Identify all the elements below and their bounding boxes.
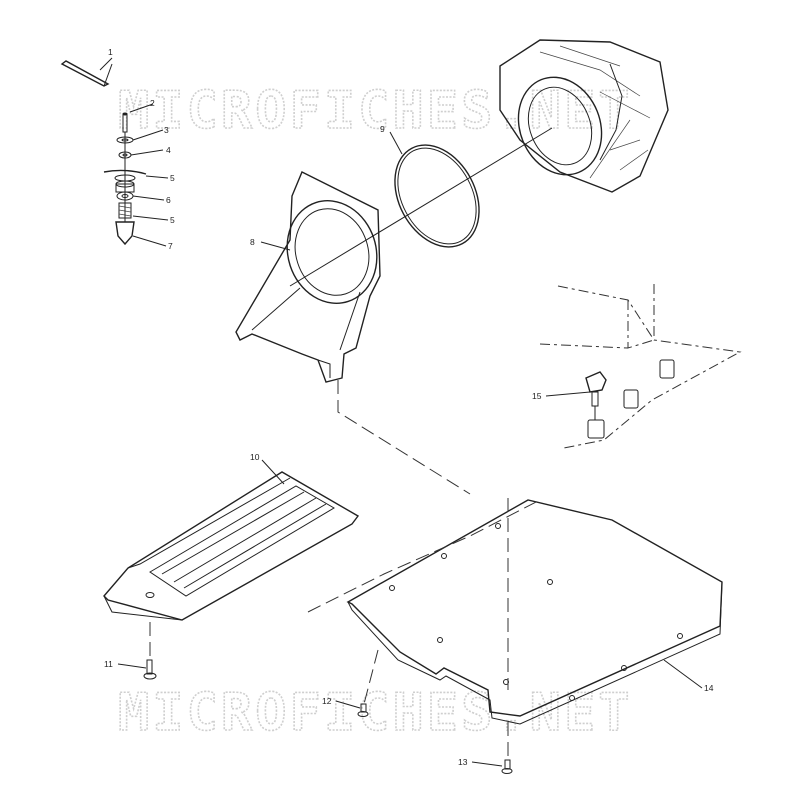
part-10-ride-plate <box>103 471 360 621</box>
callout-15: 15 <box>532 391 542 401</box>
part-9-o-ring <box>394 144 480 248</box>
pump-housing <box>499 39 669 193</box>
part-1-cable-tie <box>60 60 113 87</box>
part-13-screw <box>501 759 513 774</box>
leader-lines <box>99 57 703 767</box>
callout-13: 13 <box>458 757 468 767</box>
part-15-sensor <box>585 371 607 439</box>
callout-8: 8 <box>250 237 255 247</box>
callout-14: 14 <box>704 683 714 693</box>
callout-9: 9 <box>380 124 385 134</box>
callout-11: 11 <box>104 659 113 669</box>
watermark-bottom: MICROFICHES.NET <box>118 683 633 743</box>
callout-5b: 5 <box>170 215 175 225</box>
part-11-screw <box>143 622 157 680</box>
part-14-skid-plate <box>346 499 723 725</box>
part-8-hood <box>235 171 381 383</box>
callout-1: 1 <box>108 47 113 57</box>
callout-3: 3 <box>164 125 169 135</box>
hull-outline-dashed <box>539 284 742 449</box>
callout-2: 2 <box>150 98 155 108</box>
dashed-guide-screw12 <box>363 649 379 705</box>
alignment-line <box>289 127 553 287</box>
callout-10: 10 <box>250 452 260 462</box>
callout-4: 4 <box>166 145 171 155</box>
callout-6: 6 <box>166 195 171 205</box>
watermark-top: MICROFICHES.NET <box>118 81 633 141</box>
dashed-guide-left <box>307 499 541 613</box>
callout-7: 7 <box>168 241 173 251</box>
dashed-guide-hood <box>337 380 471 495</box>
callout-12: 12 <box>322 696 332 706</box>
part-12-screw <box>357 703 369 717</box>
callout-5a: 5 <box>170 173 175 183</box>
